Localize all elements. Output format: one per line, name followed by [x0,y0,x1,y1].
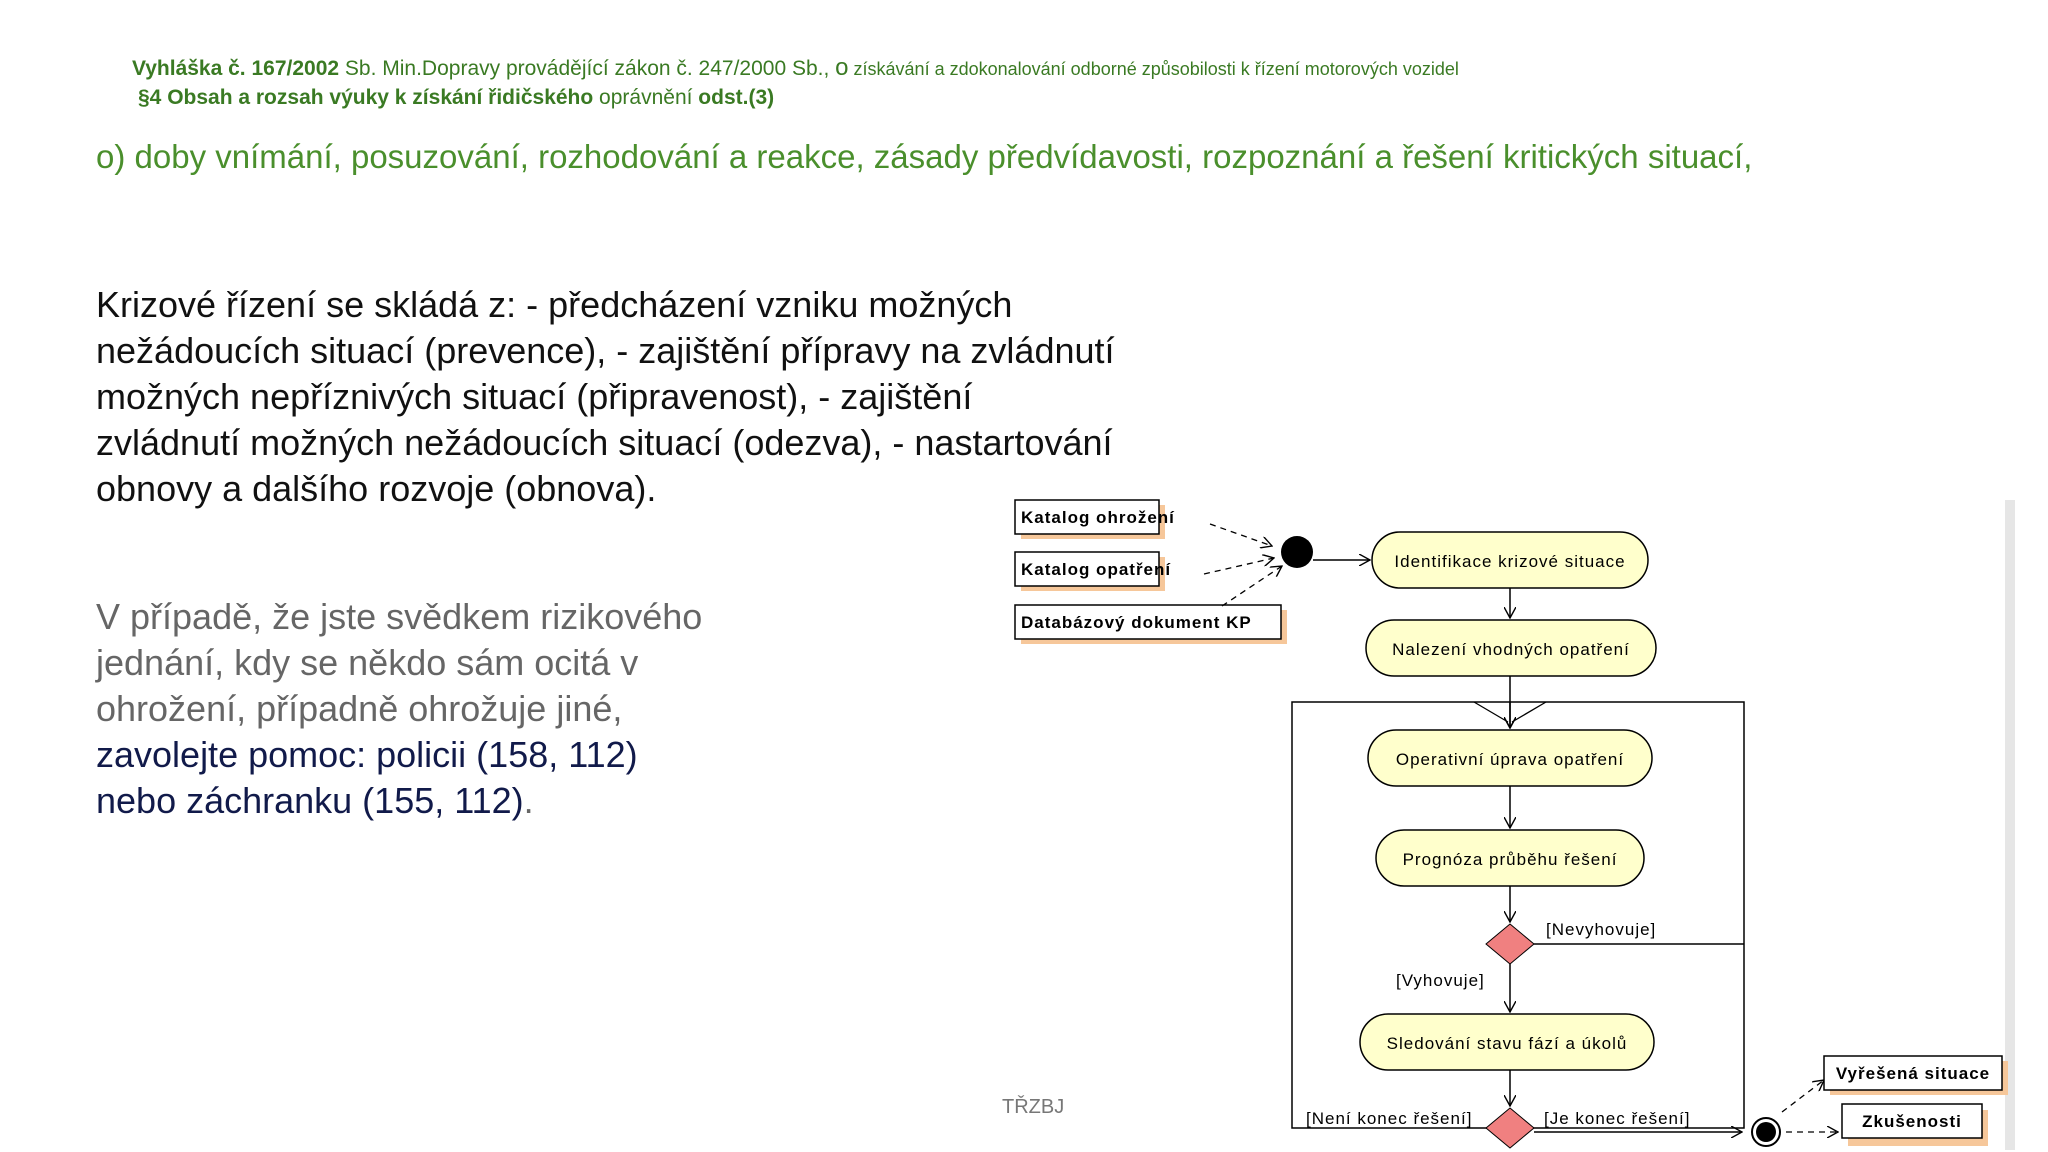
activity-sledovani: Sledování stavu fází a úkolů [1359,1013,1655,1071]
svg-text:Operativní úprava opatření: Operativní úprava opatření [1396,750,1624,769]
activity-identifikace: Identifikace krizové situace [1371,531,1649,589]
svg-text:Sledování stavu fází a úkolů: Sledování stavu fází a úkolů [1387,1034,1628,1053]
svg-text:Nalezení vhodných opatření: Nalezení vhodných opatření [1392,640,1630,659]
activity-operativni-uprava: Operativní úprava opatření [1367,729,1653,787]
start-node [1281,536,1313,568]
law-reference: Vyhláška č. 167/2002 Sb. Min.Dopravy pro… [132,54,1459,81]
decision-konec [1485,1107,1535,1149]
svg-text:Katalog opatření: Katalog opatření [1021,560,1171,579]
emergency-call-paragraph: V případě, že jste svědkem rizikového je… [96,596,703,821]
input-katalog-ohrozeni: Katalog ohrožení [1014,499,1175,539]
input-katalog-opatreni: Katalog opatření [1014,551,1171,591]
topic-subtitle: o) doby vnímání, posuzování, rozhodování… [96,138,1753,175]
output-vyresena-situace: Vyřešená situace [1823,1055,2008,1095]
svg-text:Zkušenosti: Zkušenosti [1862,1112,1962,1131]
svg-text:Identifikace krizové situace: Identifikace krizové situace [1394,552,1625,571]
guard-neni-konec: [Není konec řešení] [1306,1109,1472,1128]
crisis-management-paragraph: Krizové řízení se skládá z: - předcházen… [96,284,1115,509]
svg-text:Databázový dokument KP: Databázový dokument KP [1021,613,1252,632]
activity-prognoza: Prognóza průběhu řešení [1375,829,1645,887]
activity-nalezeni: Nalezení vhodných opatření [1365,619,1657,677]
input-databazovy-dokument: Databázový dokument KP [1014,604,1287,644]
end-node [1751,1117,1781,1147]
svg-text:Katalog ohrožení: Katalog ohrožení [1021,508,1175,527]
output-zkusenosti: Zkušenosti [1841,1103,1988,1146]
svg-text:Prognóza průběhu řešení: Prognóza průběhu řešení [1403,850,1618,869]
guard-je-konec: [Je konec řešení] [1544,1109,1690,1128]
footer-label: TŘZBJ [1002,1096,1065,1118]
guard-vyhovuje: [Vyhovuje] [1396,971,1485,990]
guard-nevyhovuje: [Nevyhovuje] [1546,920,1656,939]
decision-vyhovuje [1485,923,1535,965]
svg-text:Vyřešená situace: Vyřešená situace [1836,1064,1990,1083]
section-reference: §4 Obsah a rozsah výuky k získání řidičs… [138,86,775,109]
